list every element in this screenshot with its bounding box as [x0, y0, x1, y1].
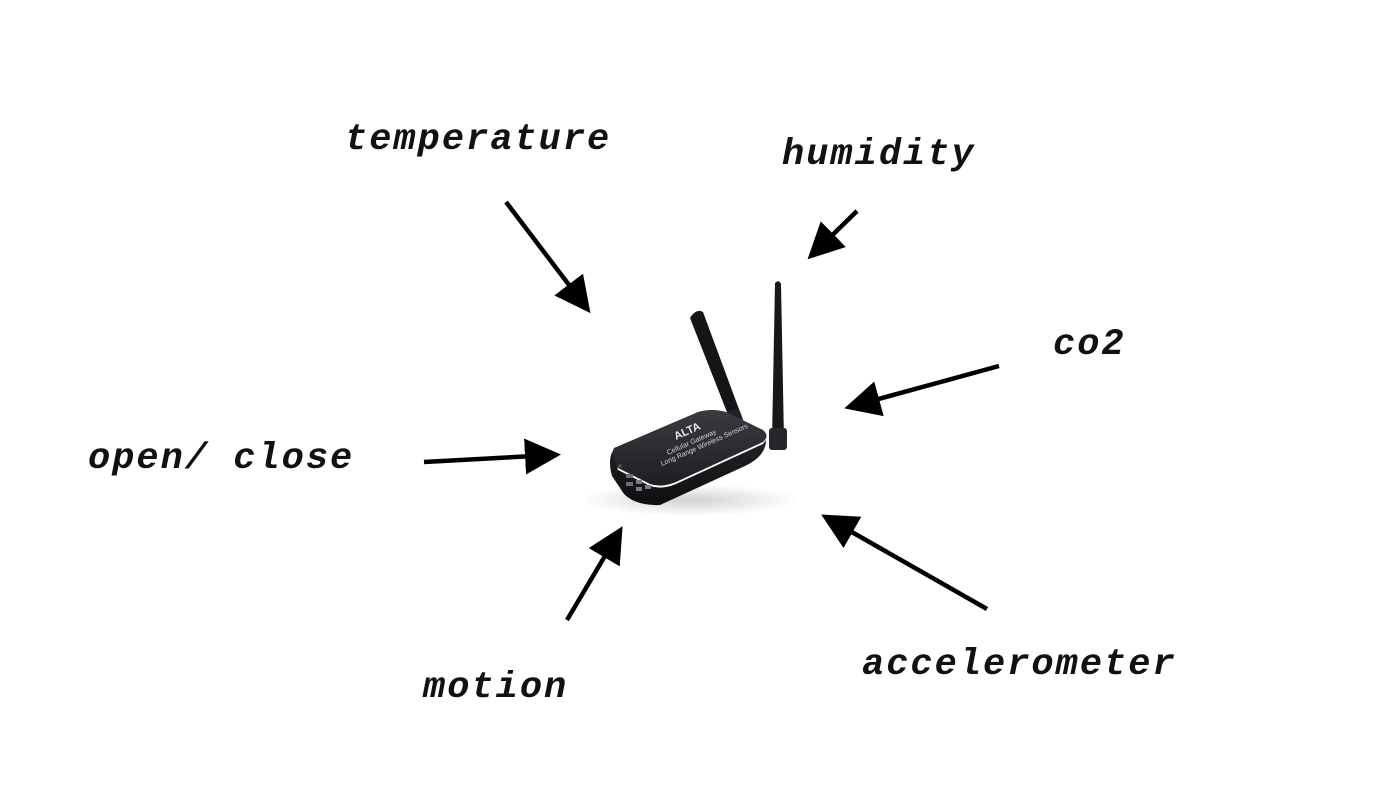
arrow-co2 [844, 363, 1000, 417]
device-port [636, 487, 642, 491]
device-port [645, 485, 651, 489]
arrow-temperature [504, 200, 591, 314]
arrow-motion [565, 526, 623, 622]
gateway-device-image: ALTA Cellular Gateway Long Range Wireles… [580, 281, 800, 516]
label-temperature: temperature [345, 119, 612, 161]
device-port [626, 482, 633, 486]
arrow-humidity [807, 209, 859, 260]
device-port [626, 474, 633, 478]
arrow-accelerometer [821, 514, 989, 611]
label-accelerometer: accelerometer [862, 644, 1177, 686]
label-co2: co2 [1053, 324, 1126, 366]
device-port [636, 480, 642, 484]
label-humidity: humidity [782, 134, 976, 176]
label-open-close: open/ close [88, 438, 355, 480]
device-led [618, 464, 622, 468]
label-motion: motion [423, 667, 569, 709]
arrow-open-close [423, 438, 561, 475]
